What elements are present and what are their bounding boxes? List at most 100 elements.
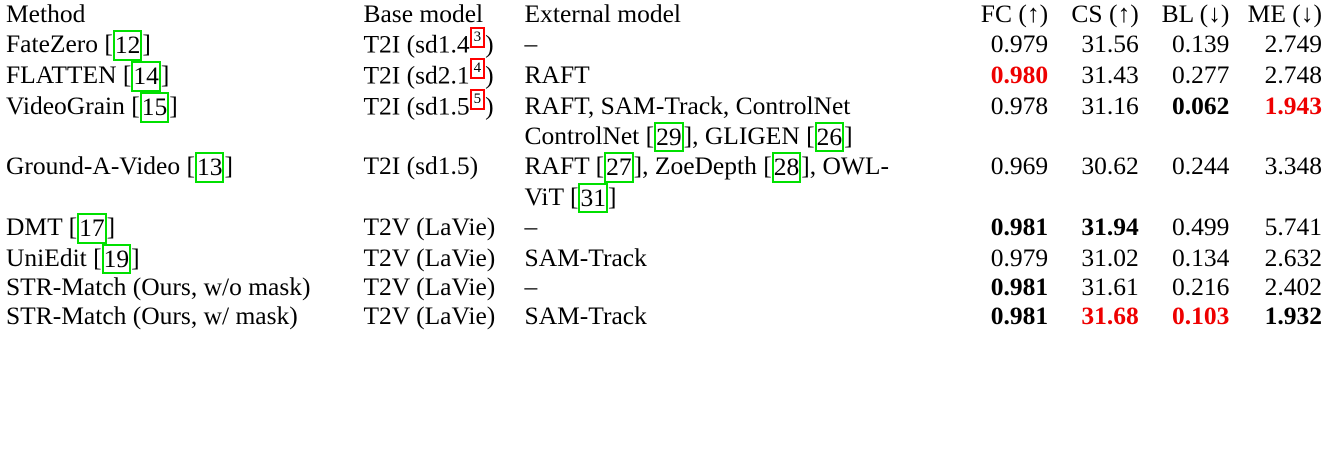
cell-fc-value: 0.980 [990, 60, 1049, 90]
cell-cs-value: 31.68 [1081, 300, 1139, 330]
cell-me-value: 1.932 [1264, 300, 1322, 330]
cell-me: 1.943 [1229, 91, 1322, 152]
cell-cs: 31.94 [1048, 212, 1138, 243]
column-header-me: ME (↓) [1247, 0, 1322, 28]
cell-fc: 0.979 [957, 29, 1048, 60]
citation-link-31[interactable]: 31 [578, 182, 608, 214]
table-row: STR-Match (Ours, w/o mask) T2V (LaVie)– 0.… [6, 272, 1322, 302]
cell-method: FateZero [12] [6, 29, 151, 61]
cell-base-model: T2V (LaVie) [363, 300, 524, 331]
cell-bl-value: 0.103 [1171, 300, 1230, 330]
citation-link-15[interactable]: 15 [139, 92, 170, 123]
cell-method: VideoGrain [15] [6, 91, 178, 123]
base-model-label: T2V (LaVie) [363, 272, 496, 302]
cell-me-value: 5.741 [1264, 212, 1322, 242]
base-model-label: T2V (LaVie) [363, 300, 496, 330]
cell-cs: 31.68 [1048, 300, 1139, 331]
citation-link-26[interactable]: 26 [814, 121, 845, 153]
cell-fc-value: 0.979 [990, 29, 1049, 59]
cell-me: 2.632 [1229, 243, 1322, 274]
cell-fc-value: 0.978 [990, 91, 1049, 121]
cell-method: STR-Match (Ours, w/o mask) [6, 272, 363, 302]
citation-link-12[interactable]: 12 [112, 30, 143, 61]
footnote-link-4[interactable]: 4 [469, 57, 486, 79]
cell-fc-value: 0.969 [990, 151, 1049, 181]
footnote-link-5[interactable]: 5 [469, 88, 486, 110]
citation-link-29[interactable]: 29 [654, 121, 684, 153]
cell-bl-value: 0.062 [1171, 91, 1230, 121]
table-row: STR-Match (Ours, w/ mask) T2V (LaVie) SAM-… [6, 300, 1322, 331]
cell-fc: 0.981 [957, 300, 1049, 331]
citation-link-17[interactable]: 17 [77, 213, 107, 244]
column-header-cs: CS (↑) [1071, 0, 1139, 28]
cell-bl-value: 0.277 [1171, 60, 1230, 90]
cell-me-value: 2.402 [1264, 272, 1322, 302]
table-row: UniEdit [19] T2V (LaVie) SAM-Track 0.979 31.… [6, 242, 1322, 275]
cell-external-model: – [525, 212, 958, 243]
method-label: STR-Match (Ours, w/o mask) [6, 272, 311, 302]
cell-fc-value: 0.981 [990, 272, 1049, 302]
method-label: STR-Match (Ours, w/ mask) [6, 300, 298, 330]
cell-me: 2.402 [1229, 273, 1322, 302]
cell-bl-value: 0.139 [1171, 29, 1230, 59]
citation-link-14[interactable]: 14 [131, 61, 161, 92]
citation-link-19[interactable]: 19 [101, 243, 132, 275]
base-model-label: T2I (sd1.5 [363, 91, 470, 121]
method-label: UniEdit [6, 242, 87, 272]
cell-bl: 0.062 [1139, 91, 1230, 152]
cell-fc-value: 0.979 [990, 242, 1049, 272]
footnote-link-3[interactable]: 3 [469, 26, 486, 48]
cell-cs: 31.43 [1048, 60, 1138, 91]
cell-cs-value: 31.02 [1081, 242, 1139, 272]
external-model-line-1: RAFT [27], ZoeDepth [28], OWL- [524, 151, 889, 183]
column-header-bl: BL (↓) [1161, 0, 1230, 28]
base-model-label: T2V (LaVie) [363, 212, 496, 242]
cell-cs: 31.16 [1048, 91, 1138, 152]
cell-me: 1.932 [1229, 300, 1322, 331]
cell-method: UniEdit [19] [6, 242, 140, 275]
citation-link-13[interactable]: 13 [194, 152, 225, 183]
cell-me-value: 3.348 [1264, 151, 1322, 181]
cell-fc: 0.979 [957, 243, 1048, 274]
citation-link-27[interactable]: 27 [604, 152, 634, 183]
cell-me: 3.348 [1229, 151, 1322, 212]
cell-base-model: T2V (LaVie) [363, 272, 524, 302]
method-label: FateZero [6, 29, 99, 59]
base-model-label: T2V (LaVie) [363, 242, 496, 272]
cell-me: 5.741 [1229, 212, 1322, 243]
cell-fc-value: 0.981 [990, 212, 1049, 242]
cell-external-model: – [525, 273, 958, 302]
cell-bl: 0.277 [1139, 60, 1230, 91]
column-header-externalmodel: External model [524, 0, 682, 28]
method-label: Ground-A-Video [6, 151, 181, 181]
cell-bl: 0.216 [1139, 273, 1229, 302]
cell-fc-value: 0.981 [990, 300, 1049, 330]
column-header-basemodel: Base model [363, 0, 484, 28]
cell-external-model: SAM-Track [524, 300, 958, 331]
cell-bl: 0.103 [1139, 300, 1230, 331]
cell-method: FLATTEN [14] [6, 60, 170, 92]
base-model-label: T2I (sd1.5) [363, 151, 479, 181]
external-model-line-2: ViT [31] [524, 181, 617, 214]
cell-cs-value: 31.56 [1081, 29, 1139, 59]
external-model-line-1: – [524, 212, 538, 242]
cell-cs: 30.62 [1048, 151, 1138, 212]
cell-me-value: 1.943 [1264, 91, 1322, 121]
external-model-line-1: RAFT [524, 60, 590, 90]
cell-cs: 31.02 [1048, 242, 1139, 274]
external-model-line-1: SAM-Track [524, 300, 647, 330]
cell-method: Ground-A-Video [13] [6, 151, 233, 183]
cell-base-model: T2V (LaVie) [363, 243, 524, 274]
citation-link-28[interactable]: 28 [771, 152, 802, 183]
cell-external-model: SAM-Track [525, 243, 958, 274]
cell-bl: 0.139 [1139, 29, 1230, 60]
